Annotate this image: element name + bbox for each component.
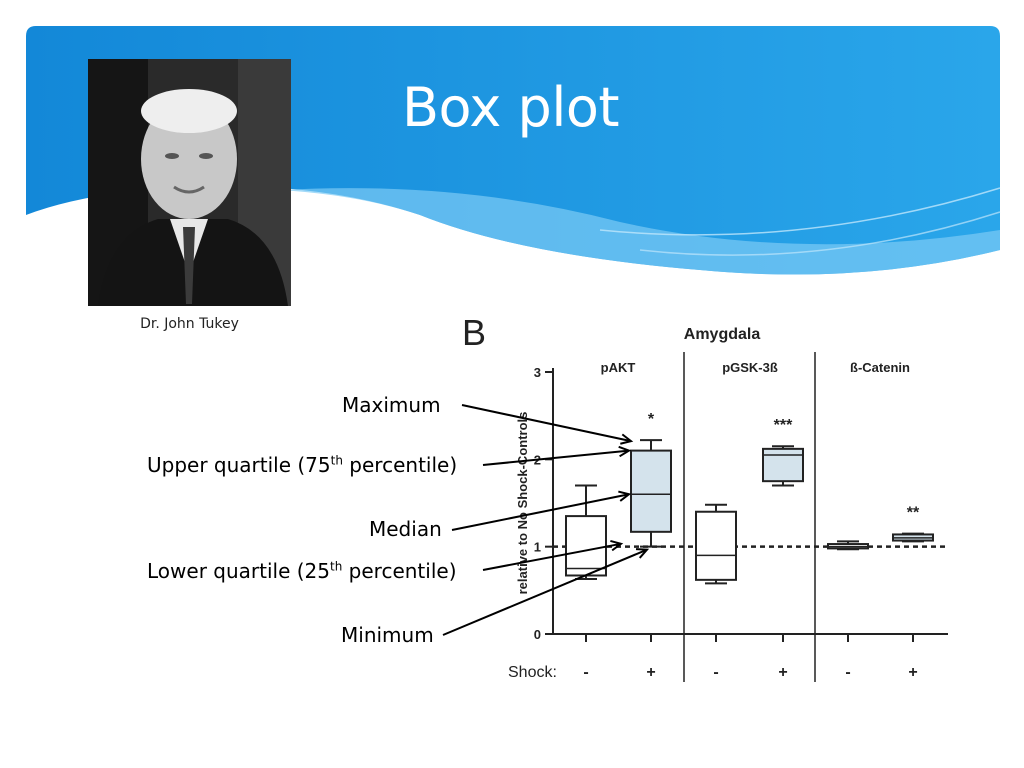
- significance-marker: **: [907, 505, 920, 522]
- x-axis-prefix: Shock:: [508, 664, 557, 681]
- y-axis-label: relative to No Shock-Controls: [515, 412, 530, 595]
- box-iqr: [630, 449, 672, 533]
- lower-quartile-sup: th: [330, 559, 343, 574]
- photo-caption: Dr. John Tukey: [140, 316, 239, 332]
- lower-quartile-suffix: percentile): [342, 559, 457, 583]
- upper-quartile-suffix: percentile): [342, 453, 458, 477]
- lower-quartile-annotation: Lower quartile (25th percentile): [147, 559, 457, 583]
- lower-quartile-prefix: Lower quartile (25: [147, 559, 330, 583]
- median-arrow-head: [618, 490, 632, 502]
- minimum-arrow: [442, 548, 648, 636]
- upper-quartile-sup: th: [330, 453, 343, 468]
- upper-quartile-arrow: [482, 449, 630, 466]
- group-label: pGSK-3ß: [722, 360, 778, 375]
- maximum-arrow-head: [620, 433, 634, 445]
- y-tick-label: 0: [534, 627, 541, 642]
- group-label: ß-Catenin: [850, 360, 910, 375]
- significance-marker: ***: [774, 417, 793, 434]
- shock-label: +: [646, 664, 655, 681]
- minimum-arrow-head: [635, 548, 650, 559]
- portrait-photo: [88, 59, 291, 306]
- minimum-annotation: Minimum: [341, 623, 434, 647]
- box-iqr: [762, 447, 804, 483]
- box-iqr: [695, 510, 737, 581]
- shock-label: +: [908, 664, 917, 681]
- y-tick-label: 1: [534, 540, 541, 555]
- upper-quartile-annotation: Upper quartile (75th percentile): [147, 453, 457, 477]
- maximum-annotation: Maximum: [342, 393, 441, 417]
- shock-label: -: [583, 664, 588, 681]
- y-tick-label: 3: [534, 365, 541, 380]
- shock-label: -: [713, 664, 718, 681]
- box-iqr: [565, 515, 607, 577]
- maximum-arrow: [461, 404, 632, 443]
- significance-marker: *: [648, 411, 655, 428]
- upper-quartile-arrow-head: [618, 445, 632, 458]
- shock-label: +: [778, 664, 787, 681]
- minimum-label: Minimum: [341, 623, 434, 647]
- chart-title: Amygdala: [684, 326, 761, 343]
- median-label: Median: [369, 517, 442, 541]
- group-label: pAKT: [601, 360, 636, 375]
- panel-label: B: [462, 312, 486, 353]
- maximum-label: Maximum: [342, 393, 441, 417]
- shock-label: -: [845, 664, 850, 681]
- lower-quartile-arrow-head: [610, 539, 624, 552]
- upper-quartile-prefix: Upper quartile (75: [147, 453, 331, 477]
- slide-title: Box plot: [402, 76, 620, 139]
- lower-quartile-arrow: [482, 542, 622, 571]
- median-arrow: [451, 493, 630, 531]
- median-annotation: Median: [369, 517, 442, 541]
